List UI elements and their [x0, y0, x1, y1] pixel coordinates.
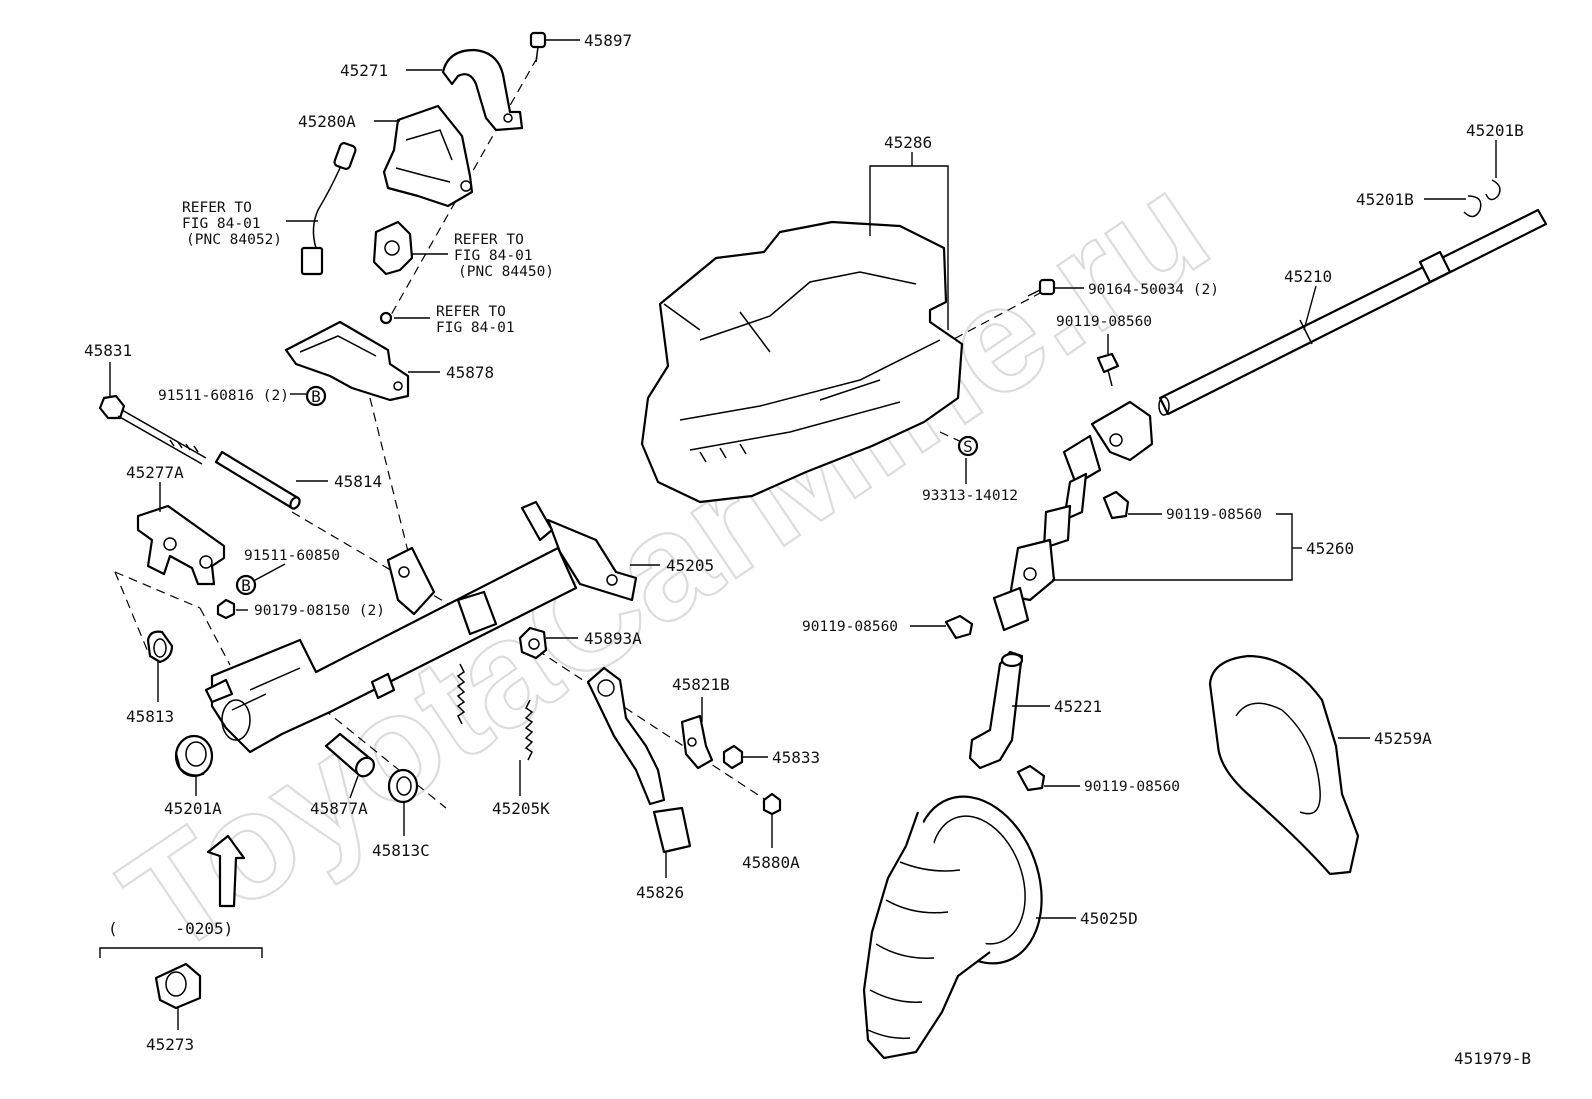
label-45201B-top: 45201B: [1466, 121, 1524, 140]
snap-ring-45201B-icon: [1463, 179, 1501, 218]
dust-boot-45025D-icon: [862, 795, 1043, 1060]
label-45260: 45260: [1306, 539, 1354, 558]
leader-lines: [109, 39, 1497, 1030]
steering-shaft-45210-icon: [1158, 208, 1548, 416]
marker-b-2-label: B: [241, 576, 251, 595]
bolt-90119-top-icon: [1096, 352, 1120, 387]
clip-45821B-icon: [680, 714, 714, 770]
refer-pnc84052-line3: (PNC 84052): [186, 232, 282, 248]
bolt-45897-icon: [529, 31, 547, 63]
label-45826: 45826: [636, 883, 684, 902]
nut-45833-icon: [722, 744, 744, 770]
refer-pnc84450-line1: REFER TO: [454, 232, 524, 248]
label-91511-60816: 91511-60816 (2): [158, 388, 289, 404]
up-arrow-icon: [206, 834, 246, 908]
date-range-label: ( -0205): [108, 919, 233, 938]
nut-45893A-icon: [518, 626, 548, 660]
label-45221: 45221: [1054, 697, 1102, 716]
refer-fig-line1: REFER TO: [436, 304, 506, 320]
spring-45205K-icon: [456, 663, 534, 761]
bolt-90119-left-icon: [944, 614, 974, 640]
part-labels: 45897 45271 45280A REFER TO FIG 84-01 (P…: [84, 31, 1531, 1068]
marker-b-1: B: [305, 385, 327, 407]
label-45210: 45210: [1284, 267, 1332, 286]
label-45880A: 45880A: [742, 853, 800, 872]
label-90179-08150: 90179-08150 (2): [254, 603, 385, 619]
refer-pnc84052-line1: REFER TO: [182, 200, 252, 216]
label-90119-08560-low: 90119-08560: [1084, 779, 1180, 795]
label-93313-14012: 93313-14012: [922, 488, 1018, 504]
label-90119-08560-top: 90119-08560: [1056, 314, 1152, 330]
label-45025D: 45025D: [1080, 909, 1138, 928]
bushing-45201A-icon: [174, 734, 214, 778]
label-45813: 45813: [126, 707, 174, 726]
switch-housing-45280A-icon: [382, 104, 474, 208]
label-90119-08560-left: 90119-08560: [802, 619, 898, 635]
sleeve-45877A-icon: [324, 732, 375, 778]
label-45205K: 45205K: [492, 799, 550, 818]
label-45814: 45814: [334, 472, 382, 491]
bolt-90164-icon: [1027, 278, 1056, 297]
label-90119-08560-mid: 90119-08560: [1166, 507, 1262, 523]
bracket-45277A-icon: [136, 504, 226, 586]
label-90164-50034: 90164-50034 (2): [1088, 282, 1219, 298]
yoke-45221-icon: [968, 650, 1024, 770]
label-45897: 45897: [584, 31, 632, 50]
key-cylinder-icon: [372, 220, 414, 276]
date-range-bracket: [99, 947, 263, 958]
label-91511-60850: 91511-60850: [244, 548, 340, 564]
pin-45814-icon: [214, 450, 301, 510]
label-45831: 45831: [84, 341, 132, 360]
intermediate-shaft-45260-icon: [992, 400, 1154, 632]
nut-90179-icon: [216, 598, 236, 620]
bolt-90119-low-icon: [1016, 764, 1046, 792]
bracket-45878-icon: [284, 320, 410, 402]
lever-45826-icon: [586, 666, 692, 854]
bolt-45880A-icon: [762, 792, 782, 816]
column-cover-45259A-icon: [1208, 654, 1360, 876]
refer-pnc84052-line2: FIG 84-01: [182, 216, 261, 232]
label-45205: 45205: [666, 556, 714, 575]
bolt-90119-mid-icon: [1102, 490, 1130, 520]
label-45877A: 45877A: [310, 799, 368, 818]
bushing-45813C-icon: [387, 768, 419, 804]
label-45273: 45273: [146, 1035, 194, 1054]
column-cover-45286-icon: [640, 220, 964, 504]
marker-s: S: [957, 435, 979, 457]
marker-s-label: S: [963, 437, 973, 456]
bracket-45271-icon: [441, 48, 524, 132]
label-45893A: 45893A: [584, 629, 642, 648]
label-45271: 45271: [340, 61, 388, 80]
label-45878: 45878: [446, 363, 494, 382]
label-45813C: 45813C: [372, 841, 430, 860]
refer-fig-line2: FIG 84-01: [436, 320, 515, 336]
marker-b-2: B: [235, 574, 257, 596]
sensor-cable-icon: [300, 142, 357, 276]
label-45833: 45833: [772, 748, 820, 767]
long-bolt-45831-icon: [98, 394, 207, 465]
label-45201A: 45201A: [164, 799, 222, 818]
label-45286: 45286: [884, 133, 932, 152]
label-45821B: 45821B: [672, 675, 730, 694]
label-45259A: 45259A: [1374, 729, 1432, 748]
bushing-45813-icon: [146, 630, 174, 664]
diagram-id: 451979-B: [1454, 1049, 1531, 1068]
label-45280A: 45280A: [298, 112, 356, 131]
refer-pnc84450-line3: (PNC 84450): [458, 264, 554, 280]
small-screw-icon: [379, 311, 393, 325]
marker-b-1-label: B: [311, 387, 321, 406]
label-45277A: 45277A: [126, 463, 184, 482]
bushing-45273-icon: [154, 962, 202, 1010]
steering-column-tube-45205-icon: [204, 500, 638, 754]
refer-pnc84450-line2: FIG 84-01: [454, 248, 533, 264]
label-45201B: 45201B: [1356, 190, 1414, 209]
